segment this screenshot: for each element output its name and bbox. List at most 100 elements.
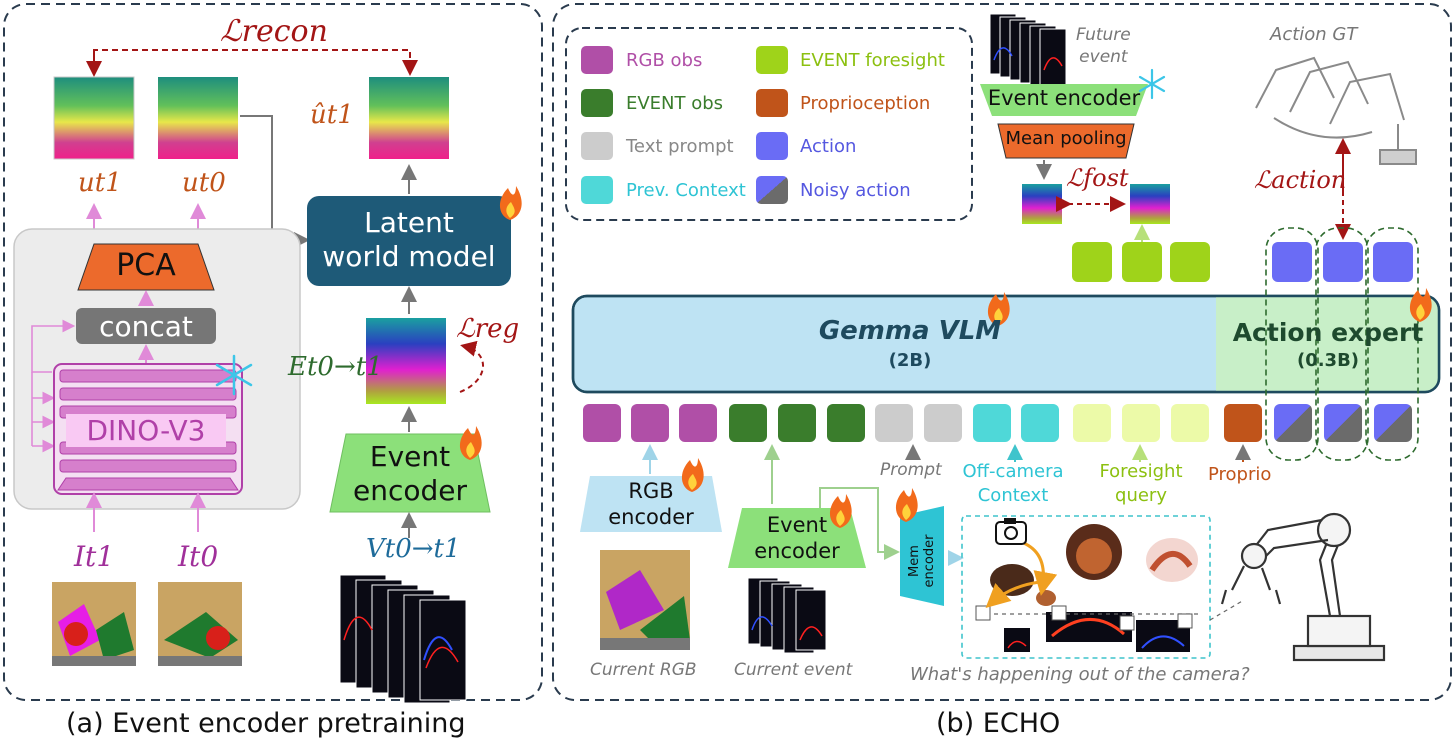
action-expert-size: (0.3B) <box>1296 350 1360 371</box>
rgb-encoder-line2: encoder <box>608 505 694 529</box>
legend-text-prompt: Text prompt <box>626 136 734 157</box>
action-expert-title: Action expert <box>1232 318 1424 347</box>
mem-encoder-block <box>900 506 944 606</box>
token-foresight-out <box>1072 242 1112 282</box>
legend-swatch-foresight <box>756 46 788 74</box>
arrow-evenc-mem <box>819 487 900 560</box>
uhat-label: ût1 <box>310 100 354 130</box>
camera-icon <box>995 518 1027 545</box>
fire-icon <box>829 494 852 528</box>
context-memory-images <box>975 524 1200 652</box>
legend-swatch-action <box>756 132 788 160</box>
event-encoder-block <box>329 433 491 513</box>
skip-connection <box>31 319 76 373</box>
rgb-encoder-block <box>580 476 722 532</box>
fire-icon <box>459 426 482 460</box>
snowflake-icon <box>215 354 253 396</box>
current-rgb-image <box>600 550 690 650</box>
flow-loop <box>1265 227 1319 461</box>
future-event-frames <box>989 13 1067 87</box>
token-event <box>827 404 865 442</box>
foresight-line2: query <box>1115 485 1167 506</box>
event-encoder-top-label: Event encoder <box>987 86 1141 110</box>
snowflake-icon <box>1138 68 1166 100</box>
off-camera-line2: Context <box>977 485 1049 506</box>
token-rgb <box>583 404 621 442</box>
future-event-encoder <box>980 84 1148 116</box>
legend-box <box>565 27 973 221</box>
event-encoder-label: Event encoder <box>330 440 490 508</box>
heatmap-ut0 <box>158 77 238 159</box>
token-foresight-query <box>1073 404 1111 442</box>
pca-label: PCA <box>116 248 176 283</box>
heatmap-E <box>366 318 446 404</box>
concat-block <box>76 308 216 344</box>
current-rgb-label: Current RGB <box>590 660 697 680</box>
gemma-title: Gemma VLM <box>818 316 1002 346</box>
action-gt-label: Action GT <box>1270 24 1358 45</box>
foresight-line1: Foresight <box>1099 461 1183 482</box>
reg-loss-arrow <box>459 340 484 393</box>
future-event-line1: Future <box>1076 25 1131 45</box>
mem-encoder-label: Mem encoder <box>907 534 937 588</box>
ut1-label: ut1 <box>78 168 122 198</box>
panel-a-border <box>3 3 543 701</box>
legend-swatch-text <box>581 132 613 160</box>
lwm-label: Latent world model <box>307 206 511 274</box>
latent-world-model-block <box>307 196 511 286</box>
ut0-label: ut0 <box>182 168 226 198</box>
current-event-frames <box>747 577 827 654</box>
It0-label: It0 <box>178 540 219 573</box>
prompt-label: Prompt <box>880 460 942 480</box>
pca-block <box>77 243 215 291</box>
rgb-frame-t1 <box>52 582 136 666</box>
legend-event-obs: EVENT obs <box>626 93 724 114</box>
foresight-query-label: Foresight query <box>1086 460 1196 508</box>
token-context <box>1021 404 1059 442</box>
legend-proprioception: Proprioception <box>800 93 931 114</box>
off-camera-line1: Off-camera <box>962 461 1064 482</box>
fire-icon <box>987 292 1010 326</box>
token-action-out <box>1373 242 1413 282</box>
event-frames-stack <box>339 574 467 704</box>
rgb-encoder-line1: RGB <box>628 479 674 503</box>
flow-loop <box>1365 227 1419 461</box>
V-label: Vt0→t1 <box>366 534 461 564</box>
legend-swatch-noisy <box>756 176 788 204</box>
event-encoder-bottom <box>728 508 866 568</box>
current-event-label: Current event <box>734 660 853 680</box>
token-prompt <box>924 404 962 442</box>
legend-noisy-action: Noisy action <box>800 180 911 201</box>
off-camera-context-box <box>961 515 1211 659</box>
heatmap-uhat <box>369 77 449 159</box>
feature-map-gt <box>1022 184 1062 224</box>
legend-rgb-obs: RGB obs <box>626 50 703 71</box>
rgb-frame-t0 <box>158 582 242 666</box>
token-noisy-action <box>1324 404 1362 442</box>
proprio-label: Proprio <box>1208 464 1272 485</box>
event-encoder-label-line1: Event <box>369 440 451 473</box>
gemma-size: (2B) <box>888 350 932 371</box>
It1-label: It1 <box>74 540 115 573</box>
legend-event-foresight: EVENT foresight <box>800 50 945 71</box>
legend-prev-context: Prev. Context <box>626 180 746 201</box>
fire-icon <box>1409 288 1432 322</box>
panel-b-border <box>552 3 1452 701</box>
action-loss-label: ℒaction <box>1254 166 1347 194</box>
event-encoder-label-line2: encoder <box>352 474 467 507</box>
reg-loss-label: ℒreg <box>456 314 520 344</box>
lwm-label-line2: world model <box>322 240 496 273</box>
token-prompt <box>875 404 913 442</box>
robot-arm-sketch <box>1220 512 1386 662</box>
token-rgb <box>679 404 717 442</box>
lwm-label-line1: Latent <box>364 206 454 239</box>
rgb-encoder-label: RGB encoder <box>580 478 722 530</box>
legend-swatch-event <box>581 89 613 117</box>
fire-icon <box>681 458 704 492</box>
token-action-out <box>1323 242 1363 282</box>
event-encoder-bottom-line2: encoder <box>754 539 840 563</box>
heatmap-ut1 <box>53 76 135 160</box>
token-foresight-out <box>1122 242 1162 282</box>
event-encoder-bottom-label: Event encoder <box>728 512 866 564</box>
